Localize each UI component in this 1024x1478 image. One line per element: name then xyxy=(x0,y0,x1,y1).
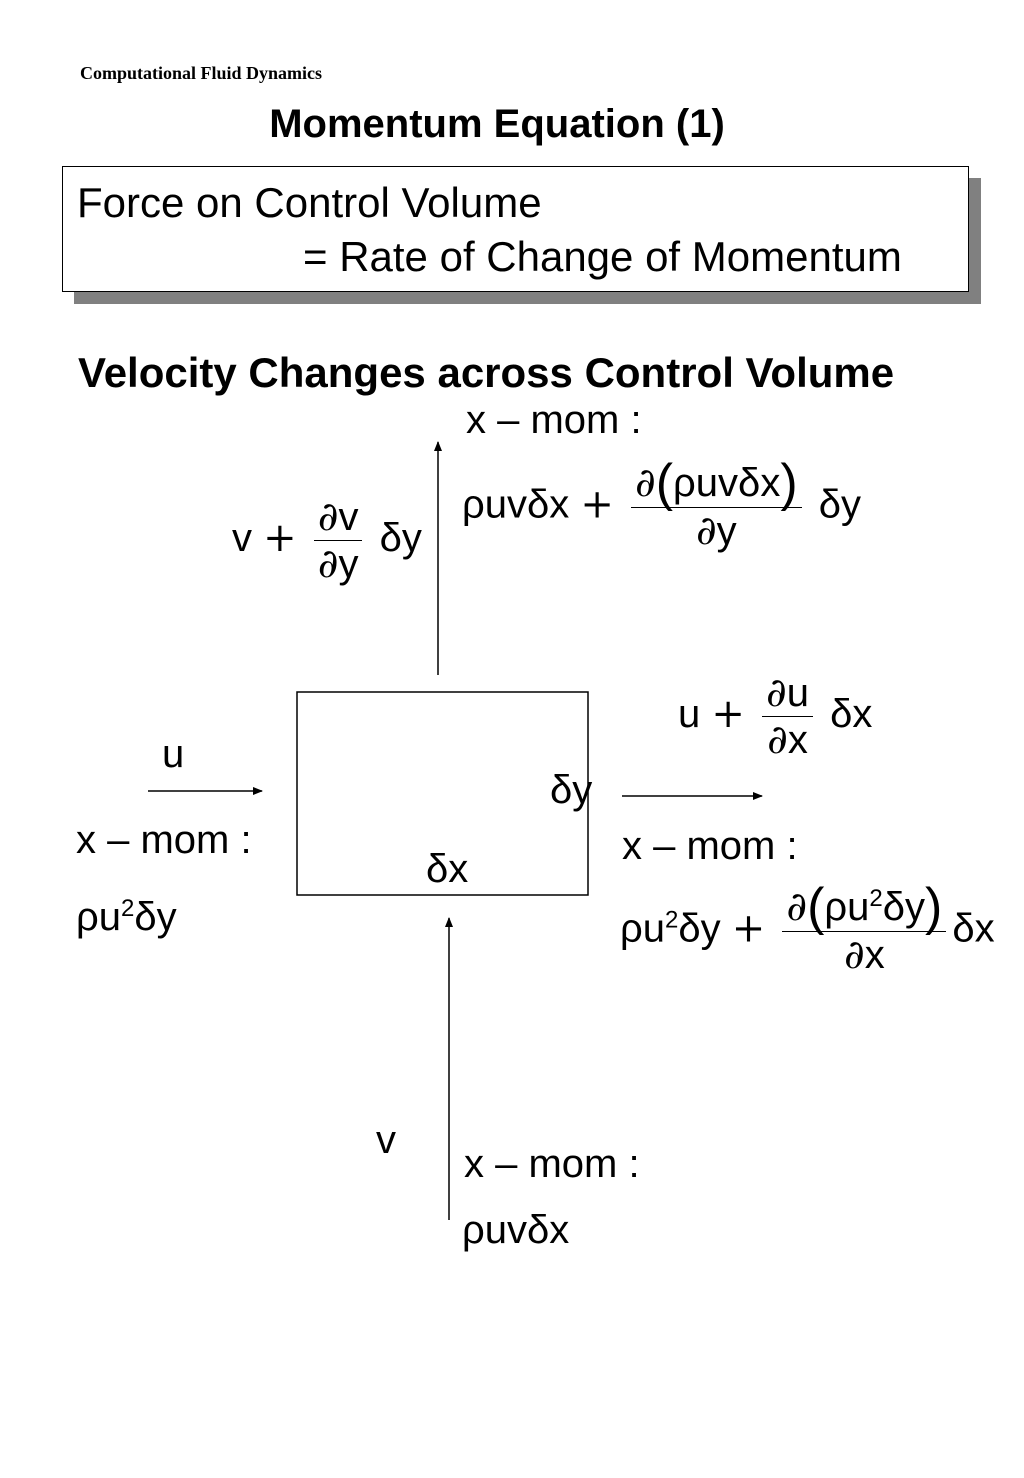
v-bottom-label: v xyxy=(376,1118,396,1162)
right-flux-mid: δy xyxy=(678,906,721,951)
top-flux-num: ρuvδx xyxy=(673,461,781,505)
right-flux-num-lead: ρu xyxy=(824,885,870,929)
right-flux-den: x xyxy=(864,932,885,977)
dy-label: δy xyxy=(550,768,593,812)
partial-symbol: ∂ xyxy=(317,541,339,587)
partial-symbol: ∂ xyxy=(635,460,656,506)
top-flux-lead: ρuvδx xyxy=(462,482,570,527)
right-flux-num-sup: 2 xyxy=(869,885,883,912)
plus-sign: + xyxy=(580,481,614,528)
top-flux-expression: ρuvδx + ∂(ρuvδx) ∂y δy xyxy=(462,457,862,554)
top-xmom-label: x – mom : xyxy=(466,398,642,442)
right-xmom-label: x – mom : xyxy=(622,824,798,868)
left-xmom-label: x – mom : xyxy=(76,818,252,862)
statement-line-1: Force on Control Volume xyxy=(77,179,542,226)
dx-label: δx xyxy=(426,847,469,891)
right-flux-sup: 2 xyxy=(665,906,679,934)
statement-box: Force on Control Volume = Rate of Change… xyxy=(62,166,969,292)
v-top-expression: v + ∂v ∂y δy xyxy=(232,496,422,585)
plus-sign: + xyxy=(731,905,766,952)
partial-symbol: ∂ xyxy=(317,494,339,540)
plus-sign: + xyxy=(711,691,745,738)
left-flux-lead: ρu xyxy=(76,895,121,939)
u-right-expression: u + ∂u ∂x δx xyxy=(678,672,872,761)
right-flux-num-tail: δy xyxy=(882,885,926,929)
v-top-num: v xyxy=(338,495,359,539)
left-flux-sup: 2 xyxy=(121,895,135,922)
bottom-flux-expression: ρuvδx xyxy=(462,1208,570,1252)
statement-line-2: = Rate of Change of Momentum xyxy=(303,233,902,280)
v-top-den: y xyxy=(338,542,359,586)
plus-sign: + xyxy=(263,515,297,562)
partial-symbol: ∂ xyxy=(767,717,788,763)
page-title: Momentum Equation (1) xyxy=(269,102,725,146)
left-flux-tail: δy xyxy=(134,895,177,939)
partial-symbol: ∂ xyxy=(766,670,787,716)
v-top-trail: δy xyxy=(379,516,422,561)
top-flux-trail: δy xyxy=(818,482,862,527)
u-right-lead: u xyxy=(678,692,701,737)
v-top-fraction: ∂v ∂y xyxy=(313,494,363,587)
top-flux-den: y xyxy=(716,508,737,553)
bottom-xmom-label: x – mom : xyxy=(464,1142,640,1186)
u-left-label: u xyxy=(162,732,185,776)
v-top-lead: v xyxy=(232,516,252,561)
left-flux-expression: ρu2δy xyxy=(76,895,177,940)
control-volume-rect xyxy=(296,691,589,896)
partial-symbol: ∂ xyxy=(786,884,808,930)
u-right-trail: δx xyxy=(830,692,873,737)
right-flux-fraction: ∂(ρu2δy) ∂x xyxy=(782,881,947,978)
course-header: Computational Fluid Dynamics xyxy=(80,63,323,83)
partial-symbol: ∂ xyxy=(695,507,717,554)
right-flux-trail: δx xyxy=(952,906,995,951)
right-flux-lead: ρu xyxy=(620,906,665,951)
right-flux-expression: ρu2δy + ∂(ρu2δy) ∂x δx xyxy=(620,881,995,978)
partial-symbol: ∂ xyxy=(844,931,865,978)
u-right-num: u xyxy=(786,671,809,715)
top-flux-fraction: ∂(ρuvδx) ∂y xyxy=(631,457,802,554)
section-heading: Velocity Changes across Control Volume xyxy=(78,349,895,396)
u-right-den: x xyxy=(787,718,808,762)
u-right-fraction: ∂u ∂x xyxy=(762,672,813,761)
